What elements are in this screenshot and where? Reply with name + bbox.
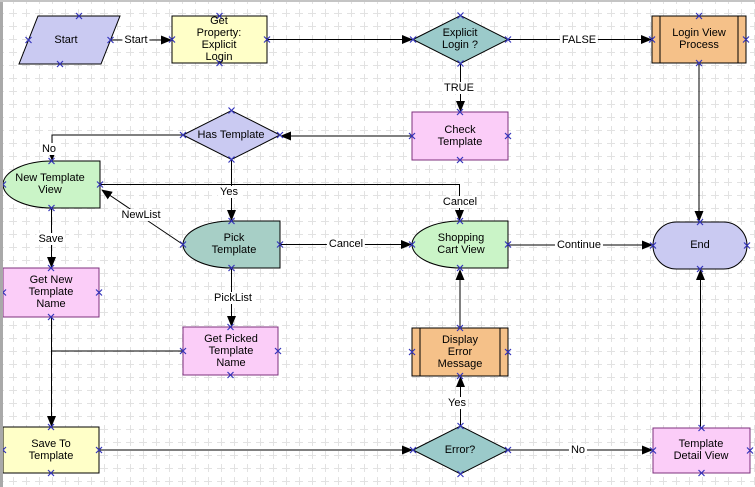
connection-points-get-property[interactable]: [168, 12, 271, 67]
node-new-template-view[interactable]: [2, 160, 101, 209]
connector-label-yes-has-template: Yes: [218, 186, 240, 198]
connection-points-check-template[interactable]: [408, 108, 512, 164]
node-new-template-view-label: New Template View: [15, 172, 85, 196]
display-error-message-bars: [419, 328, 501, 376]
canvas-left-edge: [0, 0, 3, 487]
connection-points-display-error-message[interactable]: [408, 324, 512, 380]
connection-points-template-detail-view[interactable]: [649, 424, 754, 477]
node-end-label: End: [690, 239, 710, 251]
connector-label-continue: Continue: [554, 239, 604, 251]
node-start[interactable]: [18, 15, 121, 65]
connection-points-save-to-template[interactable]: [0, 423, 103, 477]
connector-label-true: TRUE: [442, 82, 476, 94]
node-display-error-message-label: Display Error Message: [437, 334, 483, 370]
connection-points-shopping-cart-view[interactable]: [408, 217, 512, 272]
connection-points-new-template-view[interactable]: [0, 157, 104, 212]
connection-points-error[interactable]: [409, 422, 512, 478]
connector-label-yes-error: Yes: [446, 397, 468, 409]
connector-label-cancel-pick: Cancel: [326, 238, 366, 250]
connection-points-pick-template[interactable]: [179, 217, 284, 272]
node-explicit-login-label: Explicit Login ?: [441, 27, 479, 51]
connection-points-start[interactable]: [25, 12, 114, 68]
node-get-property-label: Get Property: Explicit Login: [196, 15, 242, 63]
connector-no-has-template[interactable]: [47, 134, 183, 161]
node-get-property[interactable]: [171, 15, 268, 64]
connector-label-cancel-new: Cancel: [440, 196, 480, 208]
node-check-template-label: Check Template: [437, 124, 483, 148]
node-template-detail-view-label: Template Detail View: [673, 438, 729, 462]
node-start-label: Start: [54, 34, 78, 46]
node-save-to-template-label: Save To Template: [28, 438, 74, 462]
connection-points-login-view-process[interactable]: [648, 12, 750, 67]
node-shopping-cart-view[interactable]: [411, 220, 509, 269]
node-shopping-cart-view-label: Shopping Cart View: [437, 232, 485, 256]
node-pick-template-label: Pick Template: [211, 232, 257, 256]
node-save-to-template[interactable]: [2, 426, 100, 474]
connection-points-explicit-login[interactable]: [409, 12, 512, 67]
connector-label-no-error: No: [568, 444, 588, 456]
node-error-label: Error?: [444, 444, 476, 456]
connector-label-picklist: PickList: [212, 292, 254, 304]
connector-label-false: FALSE: [559, 34, 599, 46]
node-login-view-process-label: Login View Process: [672, 27, 726, 51]
connector-cancel-new-template[interactable]: [100, 184, 464, 221]
connection-points-has-template[interactable]: [179, 107, 284, 163]
node-pick-template[interactable]: [182, 220, 281, 269]
connector-label-no-has-template: No: [39, 143, 59, 155]
node-get-picked-template-name[interactable]: [182, 326, 279, 376]
connection-points-get-new-template-name[interactable]: [0, 264, 103, 321]
node-get-picked-template-name-label: Get Picked Template Name: [204, 333, 258, 369]
connector-label-start: Start: [122, 34, 150, 46]
connector-label-save: Save: [36, 233, 66, 245]
node-get-new-template-name-label: Get New Template Name: [28, 274, 74, 310]
connection-points-get-picked-template-name[interactable]: [179, 323, 282, 379]
login-view-process-bars: [659, 16, 739, 63]
connector-label-newlist: NewList: [119, 209, 163, 221]
canvas-top-edge: [0, 0, 755, 2]
connection-points-end[interactable]: [649, 218, 751, 273]
node-has-template-label: Has Template: [197, 129, 265, 141]
